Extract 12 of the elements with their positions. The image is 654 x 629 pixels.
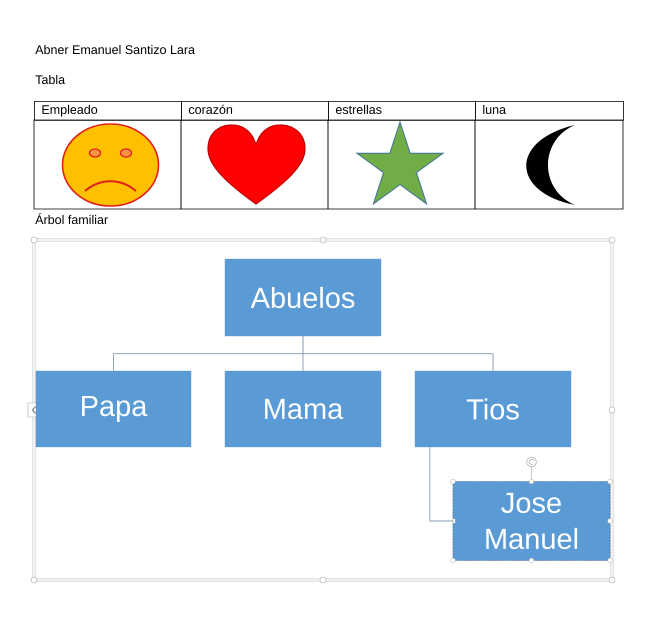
paragraph-text: Tabla: [36, 74, 66, 84]
table-header-cell: Empleado: [34, 101, 182, 121]
org-chart-box: Abuelos: [224, 258, 382, 336]
table-header-cell: estrellas: [328, 101, 476, 121]
paragraph-text: Árbol familiar: [35, 213, 108, 224]
org-chart-box: Mama: [224, 370, 382, 448]
table-header-cell: corazón: [181, 101, 329, 121]
table-header-cell: luna: [475, 101, 624, 121]
org-chart-box: Papa: [36, 370, 192, 448]
org-chart-box: Jose Manuel: [452, 481, 610, 561]
paragraph-text: Abner Emanuel Santizo Lara: [35, 44, 195, 54]
org-chart-box: Tios: [414, 370, 572, 448]
